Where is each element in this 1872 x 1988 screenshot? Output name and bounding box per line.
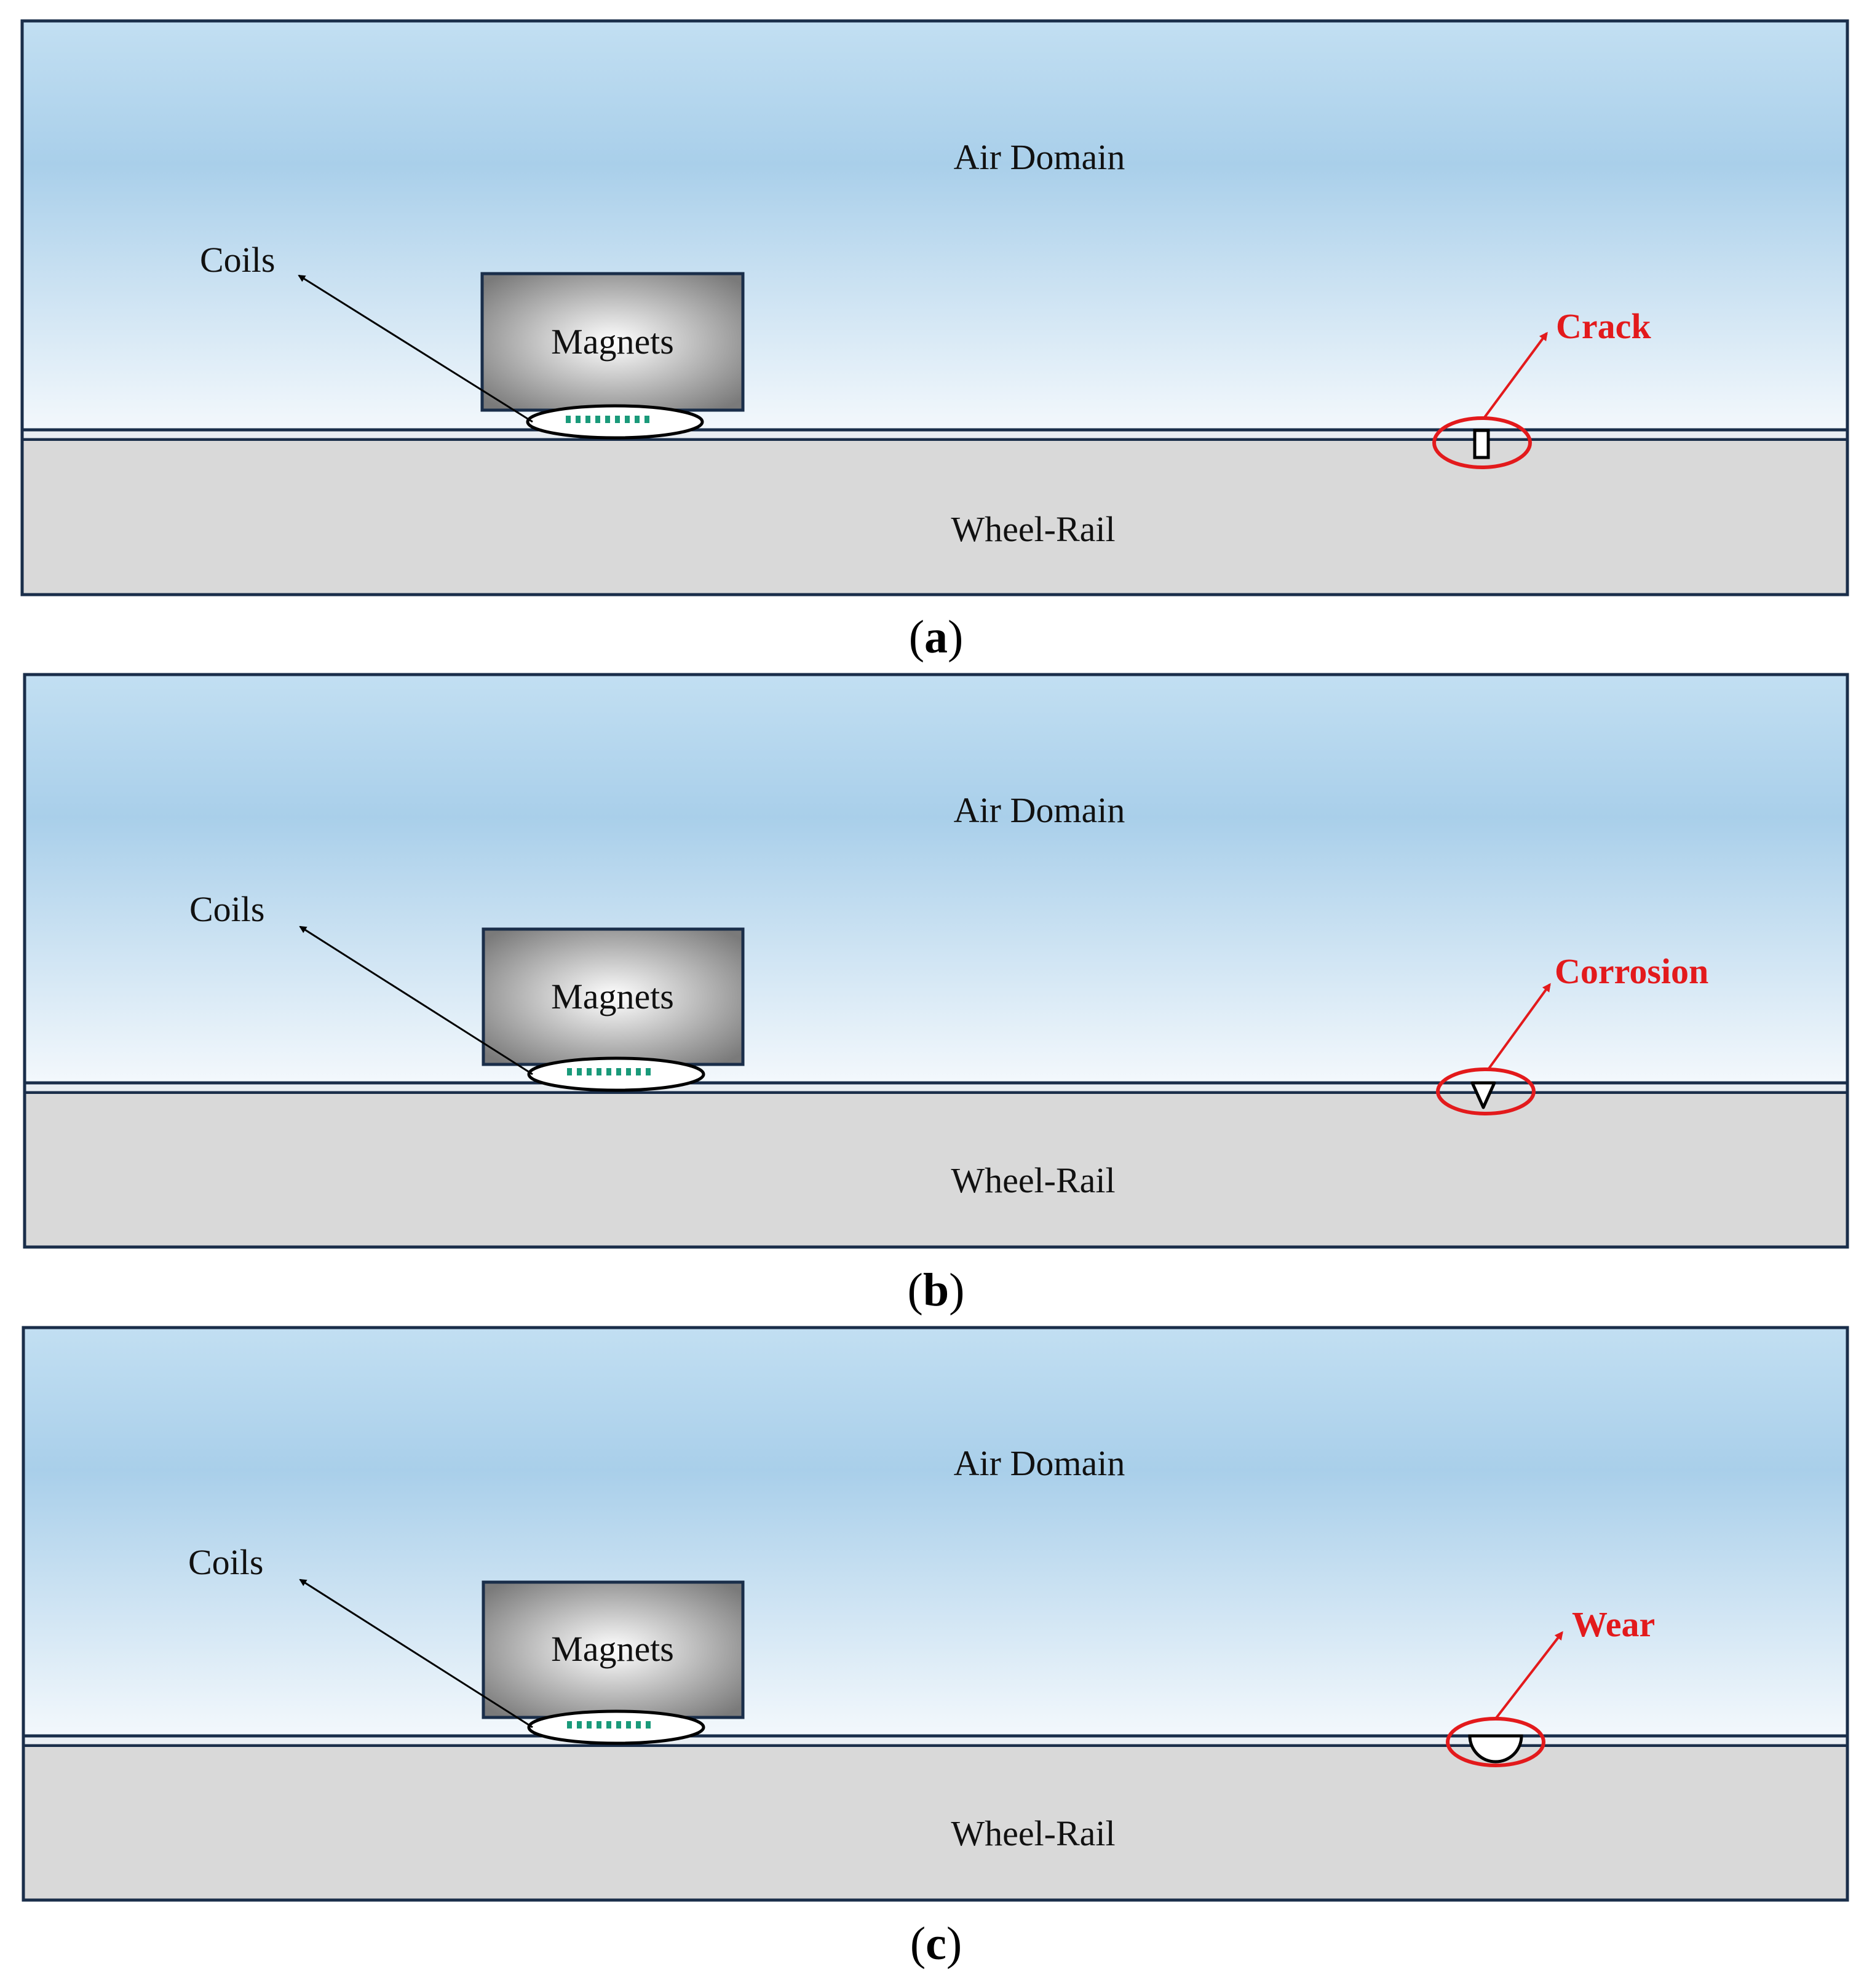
panel-a: Air Domain Wheel-Rail Magnets Coils Crac… [20, 19, 1849, 596]
air-domain-label: Air Domain [954, 1443, 1125, 1483]
caption-b: (b) [907, 1264, 965, 1316]
coil-elements [566, 416, 649, 423]
magnet-label: Magnets [551, 1629, 674, 1669]
defect-label: Wear [1572, 1604, 1655, 1644]
wheel-rail [23, 1747, 1847, 1900]
wear-scar [1468, 1734, 1523, 1764]
air-domain [25, 675, 1847, 1083]
defect-label: Crack [1556, 306, 1651, 346]
magnet-block [482, 927, 745, 1066]
wheel-rail [22, 441, 1847, 595]
coil-elements [567, 1068, 651, 1075]
coils-pointer-arrow [299, 925, 533, 1075]
air-domain [23, 1328, 1847, 1736]
coils-label: Coils [189, 889, 265, 929]
air-gap [23, 1736, 1847, 1746]
defect-label: Corrosion [1555, 951, 1708, 991]
domain-frame [23, 673, 1849, 1249]
magnet-block [482, 1580, 745, 1719]
wheel-rail-label: Wheel-Rail [951, 1813, 1115, 1853]
caption-c: (c) [910, 1918, 962, 1970]
domain-frame [20, 19, 1849, 596]
air-domain-label: Air Domain [954, 137, 1125, 177]
domain-frame [22, 1326, 1849, 1902]
defect-marker [1436, 1067, 1536, 1115]
defect-pointer-arrow [1483, 331, 1548, 419]
magnet-label: Magnets [551, 322, 674, 362]
coils-pointer-arrow [299, 1578, 533, 1729]
caption-a: (a) [908, 611, 964, 663]
defect-marker [1432, 416, 1532, 469]
wheel-rail [25, 1094, 1847, 1247]
panel-b: Air Domain Wheel-Rail Magnets Coils Corr… [23, 673, 1849, 1249]
air-domain-label: Air Domain [954, 790, 1125, 830]
defect-pointer-arrow [1494, 1631, 1563, 1720]
corrosion-pit [1470, 1081, 1496, 1109]
air-gap [22, 430, 1847, 440]
panel-c: Air Domain Wheel-Rail Magnets Coils Wear [22, 1326, 1849, 1902]
magnet-block [480, 272, 745, 412]
coil-elements [567, 1721, 651, 1729]
air-domain [22, 21, 1847, 430]
defect-pointer-arrow [1487, 983, 1551, 1071]
coils-pointer-arrow [298, 274, 533, 423]
crack-notch [1473, 429, 1490, 459]
air-gap [25, 1083, 1847, 1093]
wheel-rail-label: Wheel-Rail [951, 1160, 1115, 1200]
coils-label: Coils [200, 240, 276, 280]
magnet-label: Magnets [551, 976, 674, 1016]
coils-label: Coils [188, 1542, 264, 1582]
wheel-rail-label: Wheel-Rail [951, 509, 1115, 549]
